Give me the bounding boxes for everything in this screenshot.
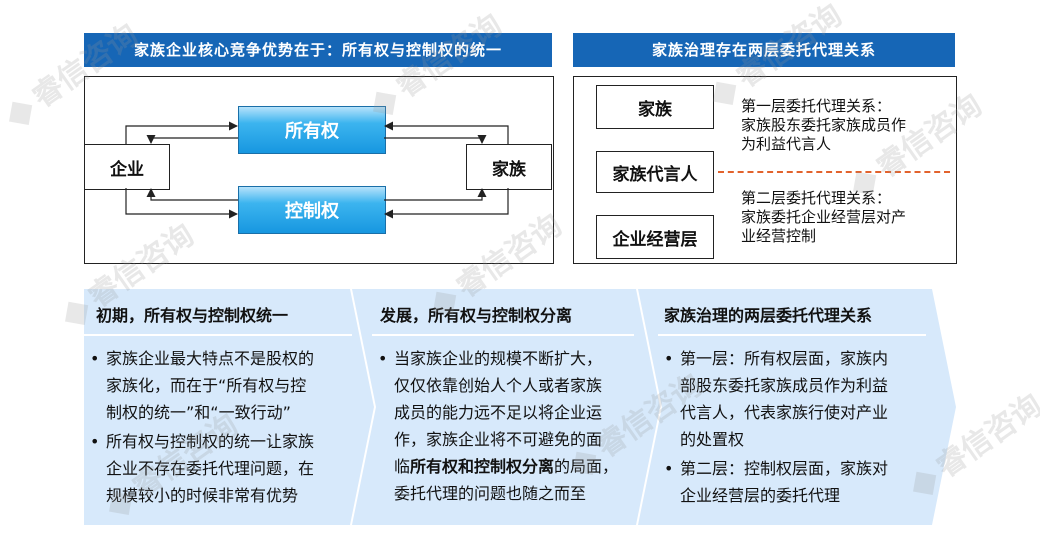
layer1-description: 第一层委托代理关系： 家族股东委托家族成员作 为利益代言人 <box>741 97 906 154</box>
bullet-line: 家族企业最大特点不是股权的 <box>106 349 315 368</box>
stage-initial-bullets: 家族企业最大特点不是股权的 家族化，而在于“所有权与控 制权的统一”和“一致行动… <box>88 345 358 511</box>
layer2-line: 家族委托企业经营层对产 <box>741 208 907 226</box>
layer2-line: 第二层委托代理关系： <box>741 189 892 207</box>
bullet-item: 家族企业最大特点不是股权的 家族化，而在于“所有权与控 制权的统一”和“一致行动… <box>88 345 358 426</box>
layer1-line: 为利益代言人 <box>741 135 832 153</box>
bullet-line: 企业不存在委托代理问题，在 <box>106 459 315 478</box>
bullet-line: 代言人，代表家族行使对产业 <box>680 403 889 422</box>
bullet-item: 第二层：控制权层面，家族对 企业经营层的委托代理 <box>662 455 942 509</box>
bullet-line: 委托代理的问题也随之而至 <box>394 484 587 503</box>
bullet-item: 第一层：所有权层面，家族内 部股东委托家族成员作为利益 代言人，代表家族行使对产… <box>662 345 942 453</box>
stage-governance-separator <box>658 334 926 336</box>
enterprise-box: 企业 <box>84 144 170 190</box>
stage-initial-title: 初期，所有权与控制权统一 <box>96 306 289 325</box>
bullet-line: 成员的能力远不足以将企业运 <box>394 403 603 422</box>
bullet-item: 当家族企业的规模不断扩大， 仅仅依靠创始人个人或者家族 成员的能力远不足以将企业… <box>376 345 656 507</box>
bullet-text: 临 <box>394 457 411 476</box>
stage-development-bullets: 当家族企业的规模不断扩大， 仅仅依靠创始人个人或者家族 成员的能力远不足以将企业… <box>376 345 656 509</box>
left-panel-title: 家族企业核心竞争优势在于：所有权与控制权的统一 <box>84 33 552 67</box>
bullet-line: 第二层：控制权层面，家族对 <box>680 459 889 478</box>
layer1-line: 第一层委托代理关系： <box>741 97 892 115</box>
bullet-line: 部股东委托家族成员作为利益 <box>680 376 889 395</box>
bullet-line: 企业经营层的委托代理 <box>680 486 841 505</box>
bullet-line: 家族化，而在于“所有权与控 <box>106 376 307 395</box>
right-panel-title: 家族治理存在两层委托代理关系 <box>573 33 955 67</box>
bullet-line: 规模较小的时候非常有优势 <box>106 486 299 505</box>
layer-divider <box>718 171 950 173</box>
bullet-text: 的局面， <box>554 457 619 476</box>
bullet-emphasis: 所有权和控制权分离 <box>410 457 555 476</box>
bullet-line: 制权的统一”和“一致行动” <box>106 403 291 422</box>
bullet-line: 所有权与控制权的统一让家族 <box>106 432 315 451</box>
bullet-line: 作，家族企业将不可避免的面 <box>394 430 603 449</box>
stage-development-separator <box>372 334 634 336</box>
family-box: 家族 <box>466 144 552 190</box>
bullet-line: 的处置权 <box>680 430 745 449</box>
bullet-item: 所有权与控制权的统一让家族 企业不存在委托代理问题，在 规模较小的时候非常有优势 <box>88 428 358 509</box>
enterprise-management-node: 企业经营层 <box>596 215 714 259</box>
bullet-line: 仅仅依靠创始人个人或者家族 <box>394 376 603 395</box>
stage-initial-separator <box>84 334 352 336</box>
family-node: 家族 <box>596 85 714 129</box>
bullet-line: 临所有权和控制权分离的局面， <box>394 453 656 480</box>
layer1-line: 家族股东委托家族成员作 <box>741 116 907 134</box>
bullet-line: 第一层：所有权层面，家族内 <box>680 349 889 368</box>
layer2-line: 业经营控制 <box>741 227 817 245</box>
layer2-description: 第二层委托代理关系： 家族委托企业经营层对产 业经营控制 <box>741 189 906 246</box>
bullet-line: 当家族企业的规模不断扩大， <box>394 349 603 368</box>
stage-governance-title: 家族治理的两层委托代理关系 <box>664 306 873 325</box>
stage-governance-bullets: 第一层：所有权层面，家族内 部股东委托家族成员作为利益 代言人，代表家族行使对产… <box>662 345 942 511</box>
family-spokesperson-node: 家族代言人 <box>596 151 714 193</box>
stage-development-title: 发展，所有权与控制权分离 <box>380 306 573 325</box>
